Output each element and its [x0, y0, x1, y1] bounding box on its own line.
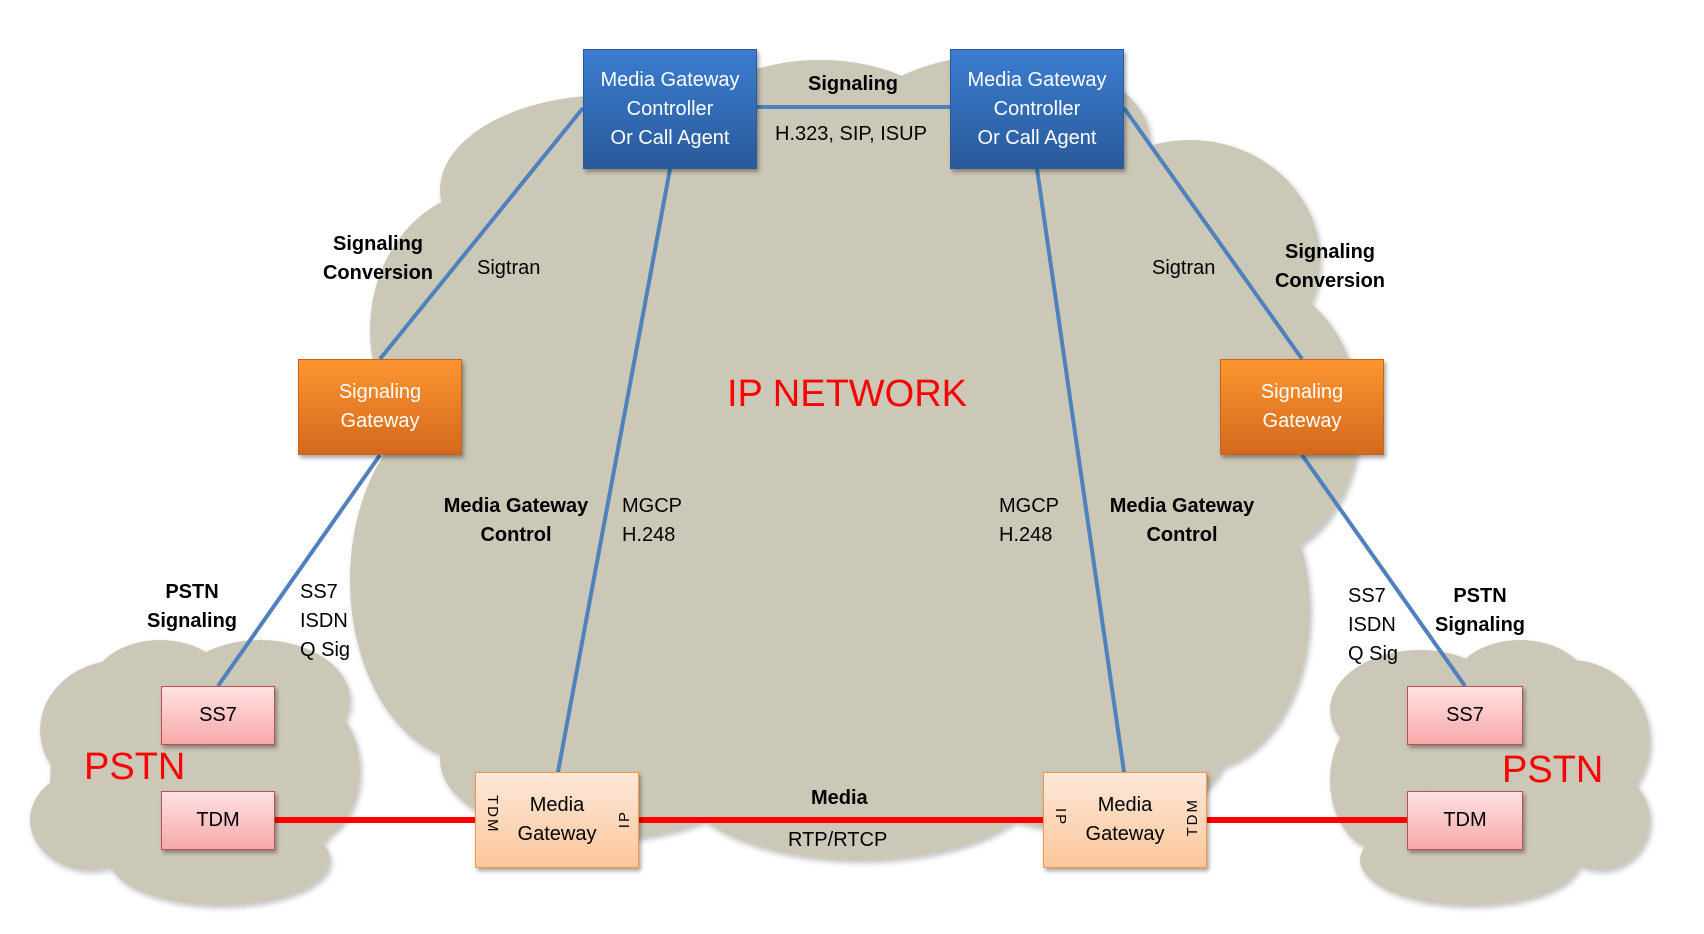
sig-conv-left-line1: Signaling [333, 233, 423, 255]
mgcp-right: MGCP H.248 [999, 492, 1059, 550]
sig-conv-left-line2: Conversion [322, 262, 434, 284]
pstn-protocols-left-line1: SS7 [300, 581, 338, 603]
tdm-left-label: TDM [196, 809, 240, 831]
tdm-right-label: TDM [1443, 809, 1487, 831]
mg-left-port-ip: IP [616, 810, 633, 829]
mgc-left-node[interactable]: Media Gateway Controller Or Call Agent [583, 49, 757, 169]
pstn-protocols-right-line2: ISDN [1348, 614, 1396, 636]
link-mgcright-mgright [1035, 168, 1126, 773]
link-sgright-ss7right [1300, 453, 1467, 688]
mgcp-right-line2: H.248 [999, 524, 1053, 546]
pstn-signaling-right-line1: PSTN [1453, 585, 1507, 607]
sig-conv-right-line1: Signaling [1285, 241, 1375, 263]
mgc-link-title: Signaling [808, 73, 898, 95]
pstn-right-title: PSTN [1502, 749, 1604, 791]
sg-right-line1: Signaling [1260, 381, 1344, 403]
mgc-right-line3: Or Call Agent [977, 126, 1097, 149]
ss7-left-label: SS7 [199, 704, 237, 726]
mgc-link-protocols: H.323, SIP, ISUP [775, 123, 927, 145]
sg-right-node[interactable]: Signaling Gateway [1220, 359, 1384, 455]
mgc-left-line1: Media Gateway [600, 68, 740, 91]
mg-control-left: Media Gateway Control [435, 492, 597, 550]
sig-conv-right-line2: Conversion [1274, 270, 1386, 292]
media-title: Media [811, 787, 868, 809]
mg-right-node[interactable]: Media Gateway [1043, 772, 1207, 868]
link-mgcright-sgright [1122, 106, 1304, 361]
ss7-left-node[interactable]: SS7 [161, 686, 275, 745]
media-protocol: RTP/RTCP [788, 829, 888, 851]
pstn-left-cloud [30, 640, 360, 905]
mg-left-port-tdm: TDM [484, 795, 501, 834]
tdm-right-node[interactable]: TDM [1407, 791, 1523, 850]
ip-network-cloud [350, 55, 1360, 860]
sg-left-line2: Gateway [340, 410, 420, 432]
pstn-signaling-right-line2: Signaling [1435, 614, 1525, 636]
link-mgcleft-sgleft [378, 106, 585, 361]
pstn-signaling-right: PSTN Signaling [1428, 582, 1532, 640]
mg-left-node[interactable]: Media Gateway [475, 772, 639, 868]
pstn-protocols-right-line3: Q Sig [1348, 643, 1399, 665]
mg-right-port-ip: IP [1052, 808, 1069, 827]
sg-right-line2: Gateway [1262, 410, 1342, 432]
mgc-left-line2: Controller [626, 97, 714, 120]
sg-left-node[interactable]: Signaling Gateway [298, 359, 462, 455]
mg-left-line2: Gateway [517, 823, 597, 845]
tdm-left-node[interactable]: TDM [161, 791, 275, 850]
mgc-right-line1: Media Gateway [967, 68, 1107, 91]
pstn-left-title: PSTN [84, 746, 186, 788]
mgcp-left: MGCP H.248 [622, 492, 682, 550]
ss7-right-label: SS7 [1446, 704, 1484, 726]
mg-left-line1: Media [529, 794, 585, 816]
mgcp-right-line1: MGCP [999, 495, 1059, 517]
mg-right-port-tdm: TDM [1184, 798, 1201, 837]
mgc-right-node[interactable]: Media Gateway Controller Or Call Agent [950, 49, 1124, 169]
mg-control-right-line2: Control [1146, 524, 1218, 546]
mgcp-left-line2: H.248 [622, 524, 676, 546]
mg-control-right-line1: Media Gateway [1109, 495, 1255, 517]
pstn-protocols-left-line3: Q Sig [300, 639, 351, 661]
mg-control-left-line1: Media Gateway [443, 495, 589, 517]
sig-conv-right: Signaling Conversion [1270, 238, 1390, 296]
mg-control-right: Media Gateway Control [1101, 492, 1263, 550]
mgc-left-line3: Or Call Agent [610, 126, 730, 149]
pstn-protocols-left: SS7 ISDN Q Sig [300, 578, 350, 665]
ss7-right-node[interactable]: SS7 [1407, 686, 1523, 745]
mg-control-left-line2: Control [480, 524, 552, 546]
sigtran-right: Sigtran [1152, 257, 1216, 279]
sg-left-line1: Signaling [338, 381, 422, 403]
pstn-protocols-left-line2: ISDN [300, 610, 348, 632]
pstn-signaling-left-line2: Signaling [147, 610, 237, 632]
link-mgcleft-mgleft [556, 168, 672, 773]
ip-network-title: IP NETWORK [727, 373, 967, 415]
pstn-protocols-right-line1: SS7 [1348, 585, 1386, 607]
mg-right-line1: Media [1097, 794, 1153, 816]
mg-right-line2: Gateway [1085, 823, 1165, 845]
sigtran-left: Sigtran [477, 257, 541, 279]
mgcp-left-line1: MGCP [622, 495, 682, 517]
mgc-right-line2: Controller [993, 97, 1081, 120]
link-sgleft-ss7left [216, 453, 382, 688]
pstn-protocols-right: SS7 ISDN Q Sig [1348, 582, 1398, 669]
sig-conv-left: Signaling Conversion [318, 230, 438, 288]
pstn-signaling-left: PSTN Signaling [140, 578, 244, 636]
pstn-signaling-left-line1: PSTN [165, 581, 219, 603]
